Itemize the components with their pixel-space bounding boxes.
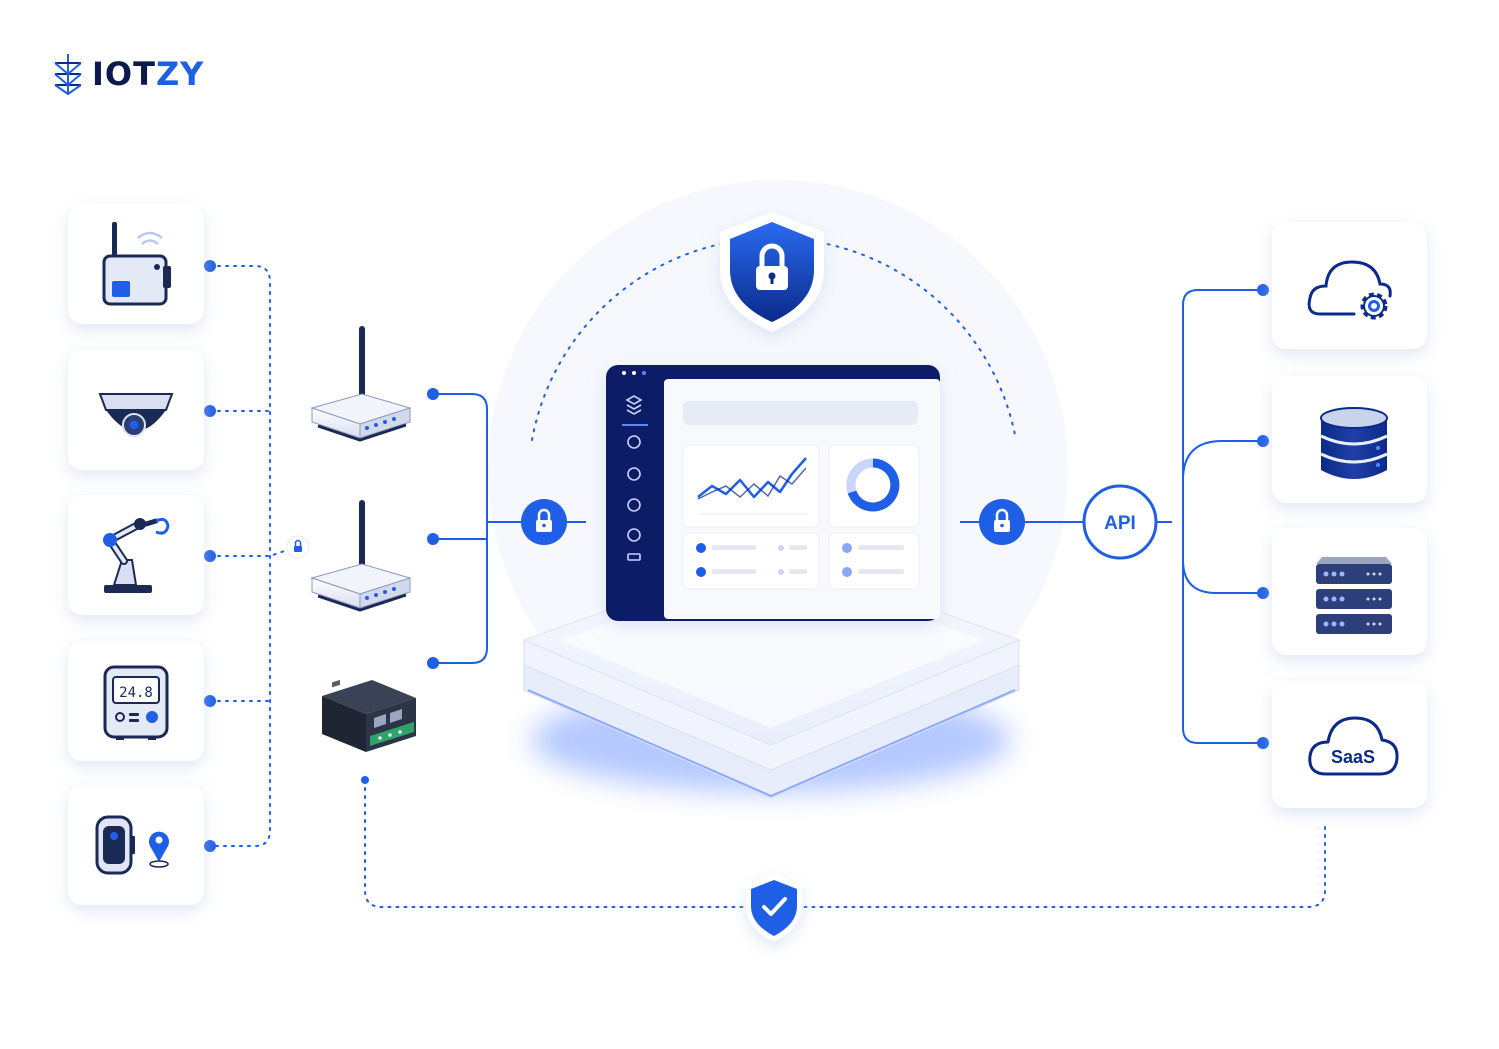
security-camera-icon bbox=[98, 393, 174, 437]
robotic-arm-icon bbox=[103, 517, 170, 593]
api-node: API bbox=[1082, 484, 1158, 560]
donut-chart-widget bbox=[828, 444, 920, 528]
saas-cloud-icon: SaaS bbox=[1308, 716, 1399, 776]
lock-node-right bbox=[979, 499, 1025, 545]
brand-wordmark: IOTZY bbox=[92, 52, 204, 96]
layers-icon[interactable] bbox=[625, 395, 643, 415]
lock-icon bbox=[286, 535, 310, 559]
device-cards bbox=[68, 204, 204, 905]
device-connectors bbox=[209, 265, 1326, 908]
line-chart-widget bbox=[682, 444, 820, 528]
window-controls bbox=[622, 371, 646, 375]
cloud-gear-icon bbox=[1307, 260, 1392, 320]
brand-logo-icon bbox=[54, 54, 82, 96]
wireless-gateway-icon bbox=[310, 500, 412, 612]
brand-part-2: ZY bbox=[155, 55, 205, 93]
stats-widget bbox=[828, 532, 920, 590]
device-card[interactable] bbox=[68, 785, 204, 905]
brand-part-1: IOT bbox=[92, 55, 156, 93]
shield-icon[interactable] bbox=[627, 528, 641, 542]
list-widget bbox=[682, 532, 820, 590]
saas-label: SaaS bbox=[1331, 747, 1375, 767]
thermostat-display: 24.8 bbox=[119, 685, 153, 701]
dashboard-search-bar[interactable] bbox=[683, 401, 918, 425]
gear-icon bbox=[1360, 292, 1388, 320]
dashboard-screen[interactable] bbox=[606, 365, 940, 621]
connector-dots bbox=[204, 260, 1269, 852]
target-icon[interactable] bbox=[627, 498, 641, 512]
wireless-gateway-icon bbox=[310, 326, 412, 442]
shield-check-icon bbox=[746, 874, 802, 942]
thermostat-icon: 24.8 bbox=[103, 665, 169, 740]
plc-controller-icon bbox=[322, 679, 416, 752]
server-rack-icon bbox=[1316, 557, 1392, 634]
device-card[interactable] bbox=[68, 495, 204, 615]
dashboard-sidebar bbox=[622, 395, 648, 561]
menu-icon[interactable] bbox=[627, 553, 641, 561]
wireless-sensor-icon bbox=[102, 222, 171, 306]
service-card[interactable] bbox=[1272, 222, 1427, 349]
shield-lock-icon bbox=[720, 212, 824, 332]
lock-node-left bbox=[521, 499, 567, 545]
box-icon[interactable] bbox=[627, 435, 641, 449]
api-label: API bbox=[1104, 513, 1136, 534]
gps-tracker-icon bbox=[95, 815, 170, 875]
database-icon bbox=[1320, 407, 1388, 479]
gear-icon[interactable] bbox=[627, 467, 641, 481]
